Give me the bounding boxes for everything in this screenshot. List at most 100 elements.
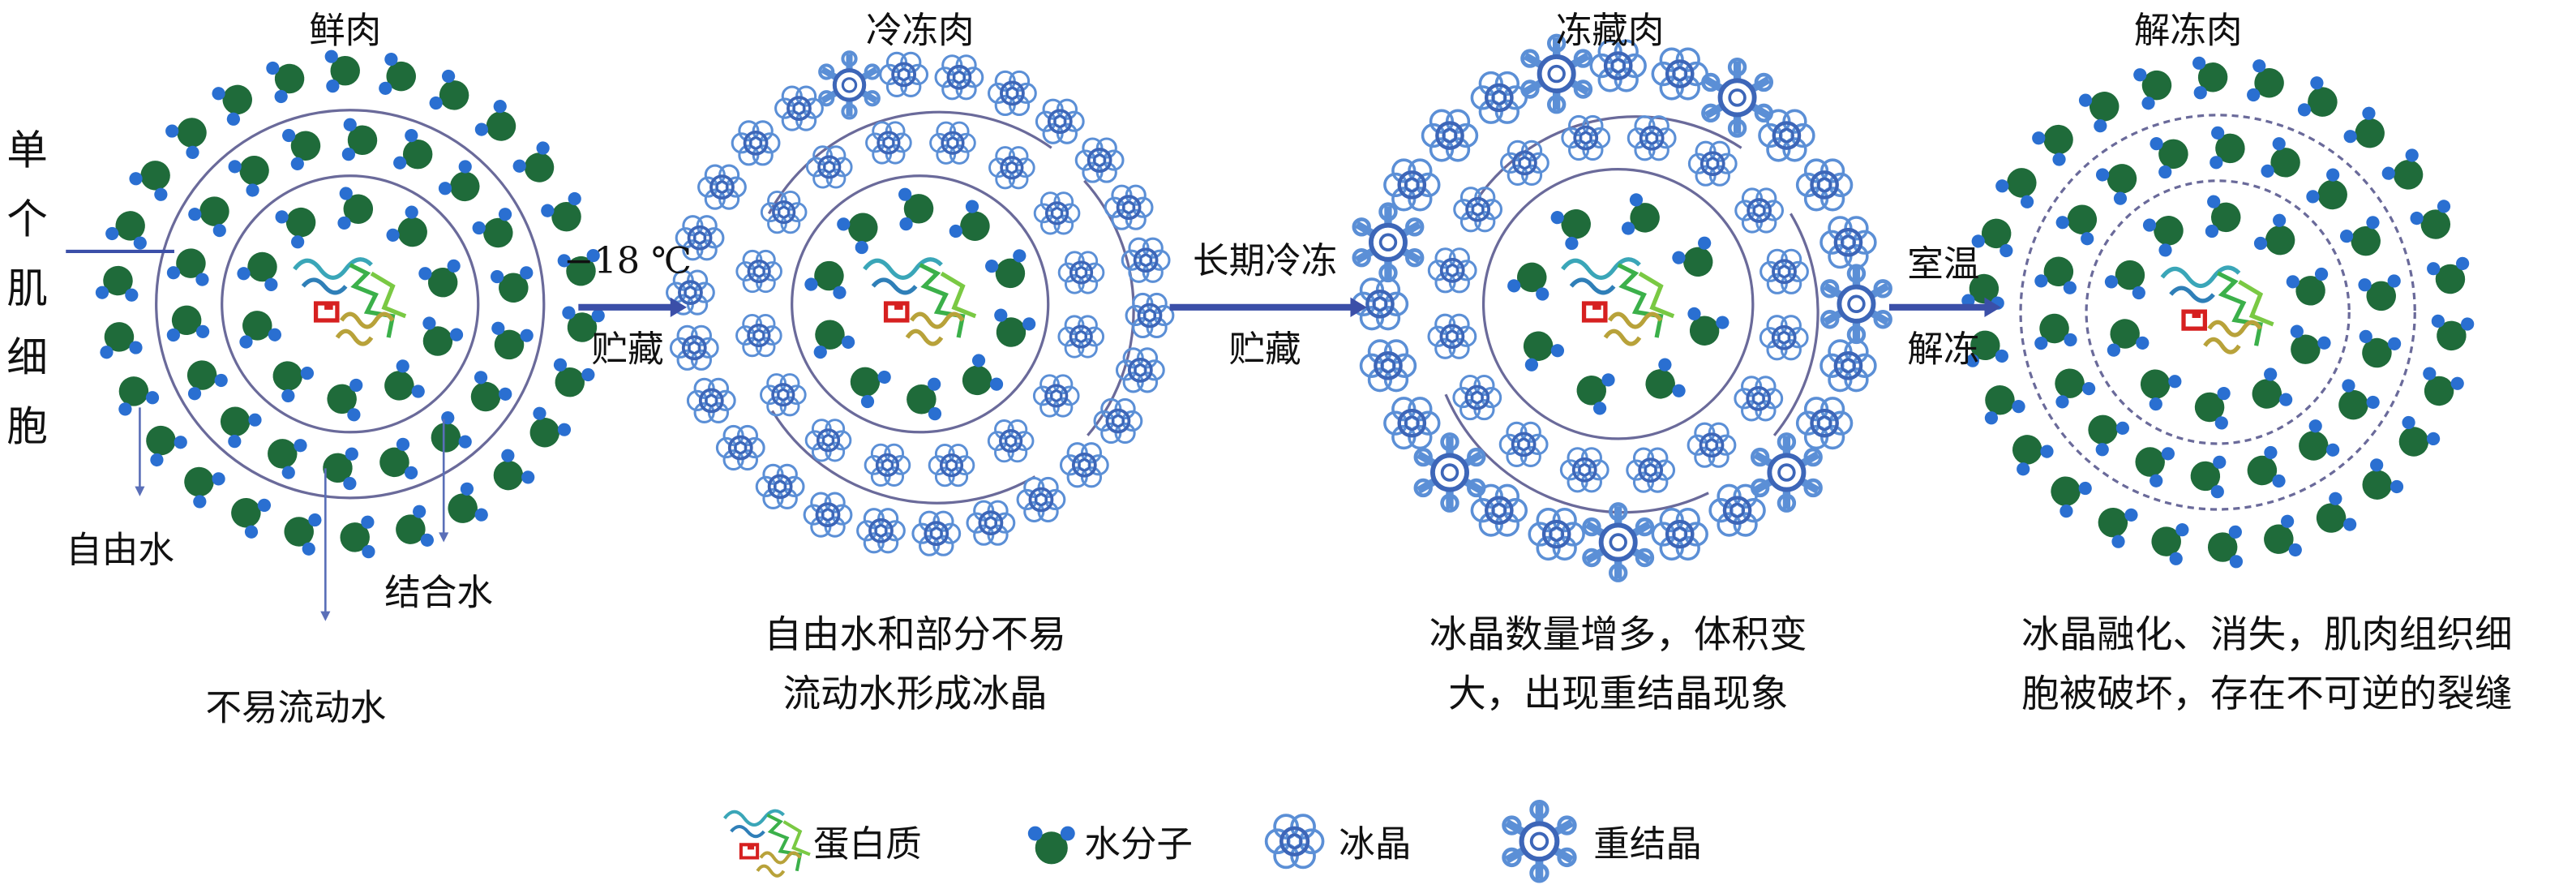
- hydrogen-atom: [491, 321, 505, 335]
- water-molecule: [541, 191, 581, 232]
- ice-center: [1644, 463, 1657, 477]
- water-molecule: [2247, 445, 2286, 488]
- hydrogen-atom: [2060, 504, 2073, 518]
- process-arrow: [1169, 297, 1367, 317]
- ice-center: [897, 67, 911, 82]
- hydrogen-atom: [228, 434, 242, 449]
- ice-core: [1087, 148, 1112, 173]
- water-molecule: [2088, 414, 2130, 457]
- oxygen-atom: [327, 384, 357, 414]
- water-molecule: [237, 251, 278, 291]
- hydrogen-atom: [2141, 97, 2155, 110]
- ice-center: [1470, 390, 1484, 405]
- pointer-arrowhead: [439, 532, 449, 543]
- ice-crystal: [731, 120, 781, 166]
- hydrogen-atom: [586, 248, 600, 263]
- process-arrow: [1888, 297, 2001, 317]
- snowflake-tip: [1701, 72, 1721, 92]
- label-pointer: [135, 407, 145, 496]
- hydrogen-atom: [2094, 119, 2107, 133]
- oxygen-atom: [2110, 319, 2140, 349]
- hydrogen-atom: [2055, 395, 2069, 409]
- water-molecule: [2078, 92, 2120, 133]
- water-molecule: [228, 155, 269, 197]
- cell-membrane-broken: [1444, 115, 1819, 514]
- ice-core: [1512, 150, 1537, 176]
- oxygen-atom: [1645, 369, 1675, 399]
- ice-center: [841, 77, 858, 93]
- water-molecule: [557, 248, 600, 286]
- ice-center: [748, 136, 763, 150]
- water-molecule: [129, 161, 170, 201]
- oxygen-atom: [384, 371, 414, 401]
- hydrogen-atom: [2390, 479, 2404, 494]
- hydrogen-atom: [405, 128, 418, 143]
- ice-center: [1442, 127, 1458, 144]
- label-free-water: 自由水: [66, 529, 174, 571]
- water-molecule: [212, 84, 252, 126]
- hydrogen-atom: [248, 413, 262, 427]
- hydrogen-atom: [2161, 447, 2175, 461]
- hydrogen-atom: [568, 191, 581, 206]
- ice-center: [715, 180, 729, 194]
- oxygen-atom: [2043, 256, 2074, 287]
- ice-core: [1537, 54, 1576, 94]
- ice-core: [891, 62, 917, 88]
- ice-core: [1511, 432, 1537, 457]
- ice-crystal: [1499, 140, 1549, 186]
- oxygen-atom: [1981, 218, 2012, 249]
- ice-core: [1747, 198, 1772, 223]
- hydrogen-atom: [2279, 393, 2293, 406]
- hydrogen-atom: [1995, 349, 2008, 363]
- water-molecule: [553, 358, 595, 397]
- water-molecule: [2034, 313, 2077, 350]
- hydrogen-atom: [2142, 218, 2157, 232]
- hydrogen-atom: [2253, 236, 2268, 251]
- oxygen-atom: [222, 84, 252, 115]
- water-molecule: [2194, 386, 2231, 430]
- hydrogen-atom: [345, 447, 358, 461]
- oxygen-atom: [962, 365, 992, 396]
- oxygen-atom: [903, 194, 934, 224]
- hydrogen-atom: [1060, 826, 1075, 841]
- ice-center: [692, 231, 707, 245]
- hydrogen-atom: [2095, 168, 2110, 182]
- ice-center: [1445, 329, 1459, 343]
- snowflake-tip: [1467, 447, 1486, 467]
- ice-center: [1728, 88, 1747, 107]
- water-molecule: [2140, 369, 2182, 411]
- protein-helix: [2160, 265, 2241, 289]
- hydrogen-atom: [1536, 287, 1549, 301]
- water-molecule: [272, 361, 315, 403]
- hydrogen-atom: [438, 182, 452, 195]
- ice-crystal: [1074, 137, 1125, 183]
- ice-core: [1279, 826, 1310, 857]
- hydrogen-atom: [2290, 324, 2304, 338]
- water-molecule: [2055, 204, 2098, 246]
- ice-crystal: [1121, 237, 1171, 283]
- protein-helix: [1569, 277, 1616, 295]
- ice-core: [875, 453, 900, 477]
- oxygen-atom: [2051, 476, 2081, 506]
- stage-title-frozen-stored: 冻藏肉: [1556, 10, 1665, 52]
- snowflake-tip: [1440, 493, 1459, 513]
- stage-title-fresh: 鲜肉: [309, 10, 381, 52]
- snowflake-tip: [864, 63, 881, 80]
- ice-core: [1069, 324, 1093, 349]
- hydrogen-atom: [2192, 56, 2206, 70]
- hydrogen-atom: [1550, 211, 1564, 225]
- water-molecule: [275, 207, 316, 249]
- oxygen-atom: [2264, 524, 2294, 554]
- recrystallization-crystal: [1750, 432, 1823, 513]
- hydrogen-atom: [294, 439, 307, 453]
- ice-center: [1440, 463, 1459, 482]
- hydrogen-atom: [989, 377, 1004, 391]
- protein: [2160, 265, 2274, 354]
- oxygen-atom: [184, 466, 214, 497]
- ice-crystal: [1795, 158, 1854, 212]
- oxygen-atom: [422, 326, 453, 356]
- hydrogen-atom: [2247, 88, 2261, 102]
- hydrogen-atom: [244, 525, 259, 539]
- oxygen-atom: [483, 217, 513, 248]
- oxygen-atom: [340, 522, 370, 552]
